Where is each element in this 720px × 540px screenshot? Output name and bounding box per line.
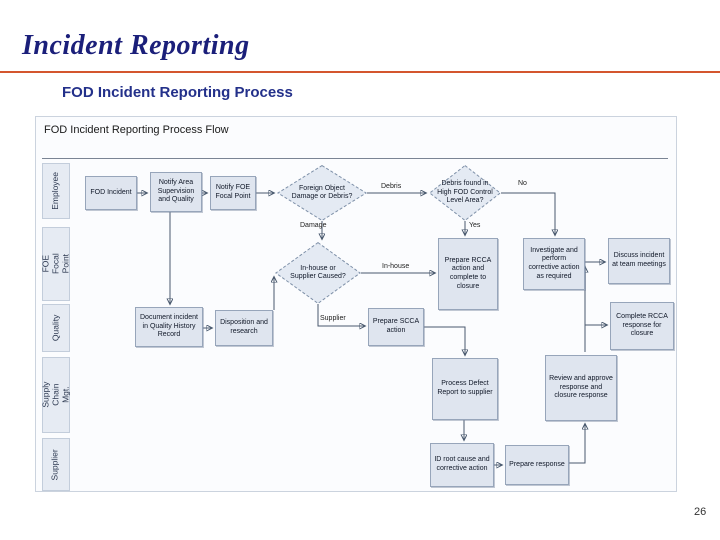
lane-label: Supplier: [50, 448, 61, 481]
lane-label: Quality: [50, 314, 61, 342]
flow-node-disposition-research: Disposition and research: [215, 310, 273, 346]
decision-label: Foreign Object Damage or Debris?: [291, 184, 353, 200]
flow-node-notify-area-supervision: Notify Area Supervision and Quality: [150, 172, 202, 212]
title-divider: [0, 71, 720, 73]
flow-node-process-defect-report: Process Defect Report to supplier: [432, 358, 498, 420]
lane-label: Supply Chain Mgt.: [40, 381, 70, 408]
lane-foe-focal-point: FOE Focal Point: [40, 227, 70, 301]
lane-supplier: Supplier: [42, 438, 70, 491]
diamond-shape: [429, 165, 501, 221]
lane-employee: Employee: [42, 163, 70, 219]
lane-label: Employee: [50, 172, 61, 210]
edge-label-yes: Yes: [469, 222, 481, 229]
diagram-title: FOD Incident Reporting Process Flow: [44, 124, 229, 136]
diagram-header-divider: [42, 158, 668, 159]
lane-label: FOE Focal Point: [40, 253, 70, 275]
lane-quality: Quality: [42, 304, 70, 352]
diamond-shape: [277, 165, 367, 221]
flow-decision-damage-or-debris: Foreign Object Damage or Debris?: [277, 165, 367, 221]
lane-supply-chain-mgt: Supply Chain Mgt.: [40, 357, 70, 433]
flow-decision-debris-found-high-fod: Debris found in High FOD Control Level A…: [429, 165, 501, 221]
edge-label-no: No: [518, 180, 527, 187]
flow-node-investigate-corrective: Investigate and perform corrective actio…: [523, 238, 585, 290]
flow-node-id-root-cause: ID root cause and corrective action: [430, 443, 494, 487]
edge-label-supplier: Supplier: [320, 315, 346, 322]
page-title: Incident Reporting: [22, 30, 250, 61]
flow-node-fod-incident: FOD Incident: [85, 176, 137, 210]
flow-node-prepare-rcca-closure: Prepare RCCA action and complete to clos…: [438, 238, 498, 310]
flow-node-prepare-response: Prepare response: [505, 445, 569, 485]
edge-label-debris: Debris: [381, 183, 402, 190]
flow-node-document-incident: Document incident in Quality History Rec…: [135, 307, 203, 347]
page-number: 26: [694, 506, 707, 518]
flow-node-review-approve-response: Review and approve response and closure …: [545, 355, 617, 421]
diamond-shape: [275, 242, 361, 304]
decision-label: In-house or Supplier Caused?: [290, 264, 346, 280]
flow-node-discuss-team-meetings: Discuss incident at team meetings: [608, 238, 670, 284]
flow-node-prepare-scca-action: Prepare SCCA action: [368, 308, 424, 346]
flow-node-notify-foe-focal-point: Notify FOE Focal Point: [210, 176, 256, 210]
flow-decision-inhouse-or-supplier: In-house or Supplier Caused?: [275, 242, 361, 304]
flow-node-complete-rcca-closure: Complete RCCA response for closure: [610, 302, 674, 350]
edge-label-damage: Damage: [300, 222, 327, 229]
slide-subtitle: FOD Incident Reporting Process: [62, 84, 293, 101]
edge-label-inhouse: In-house: [382, 263, 410, 270]
decision-label: Debris found in High FOD Control Level A…: [437, 180, 493, 205]
